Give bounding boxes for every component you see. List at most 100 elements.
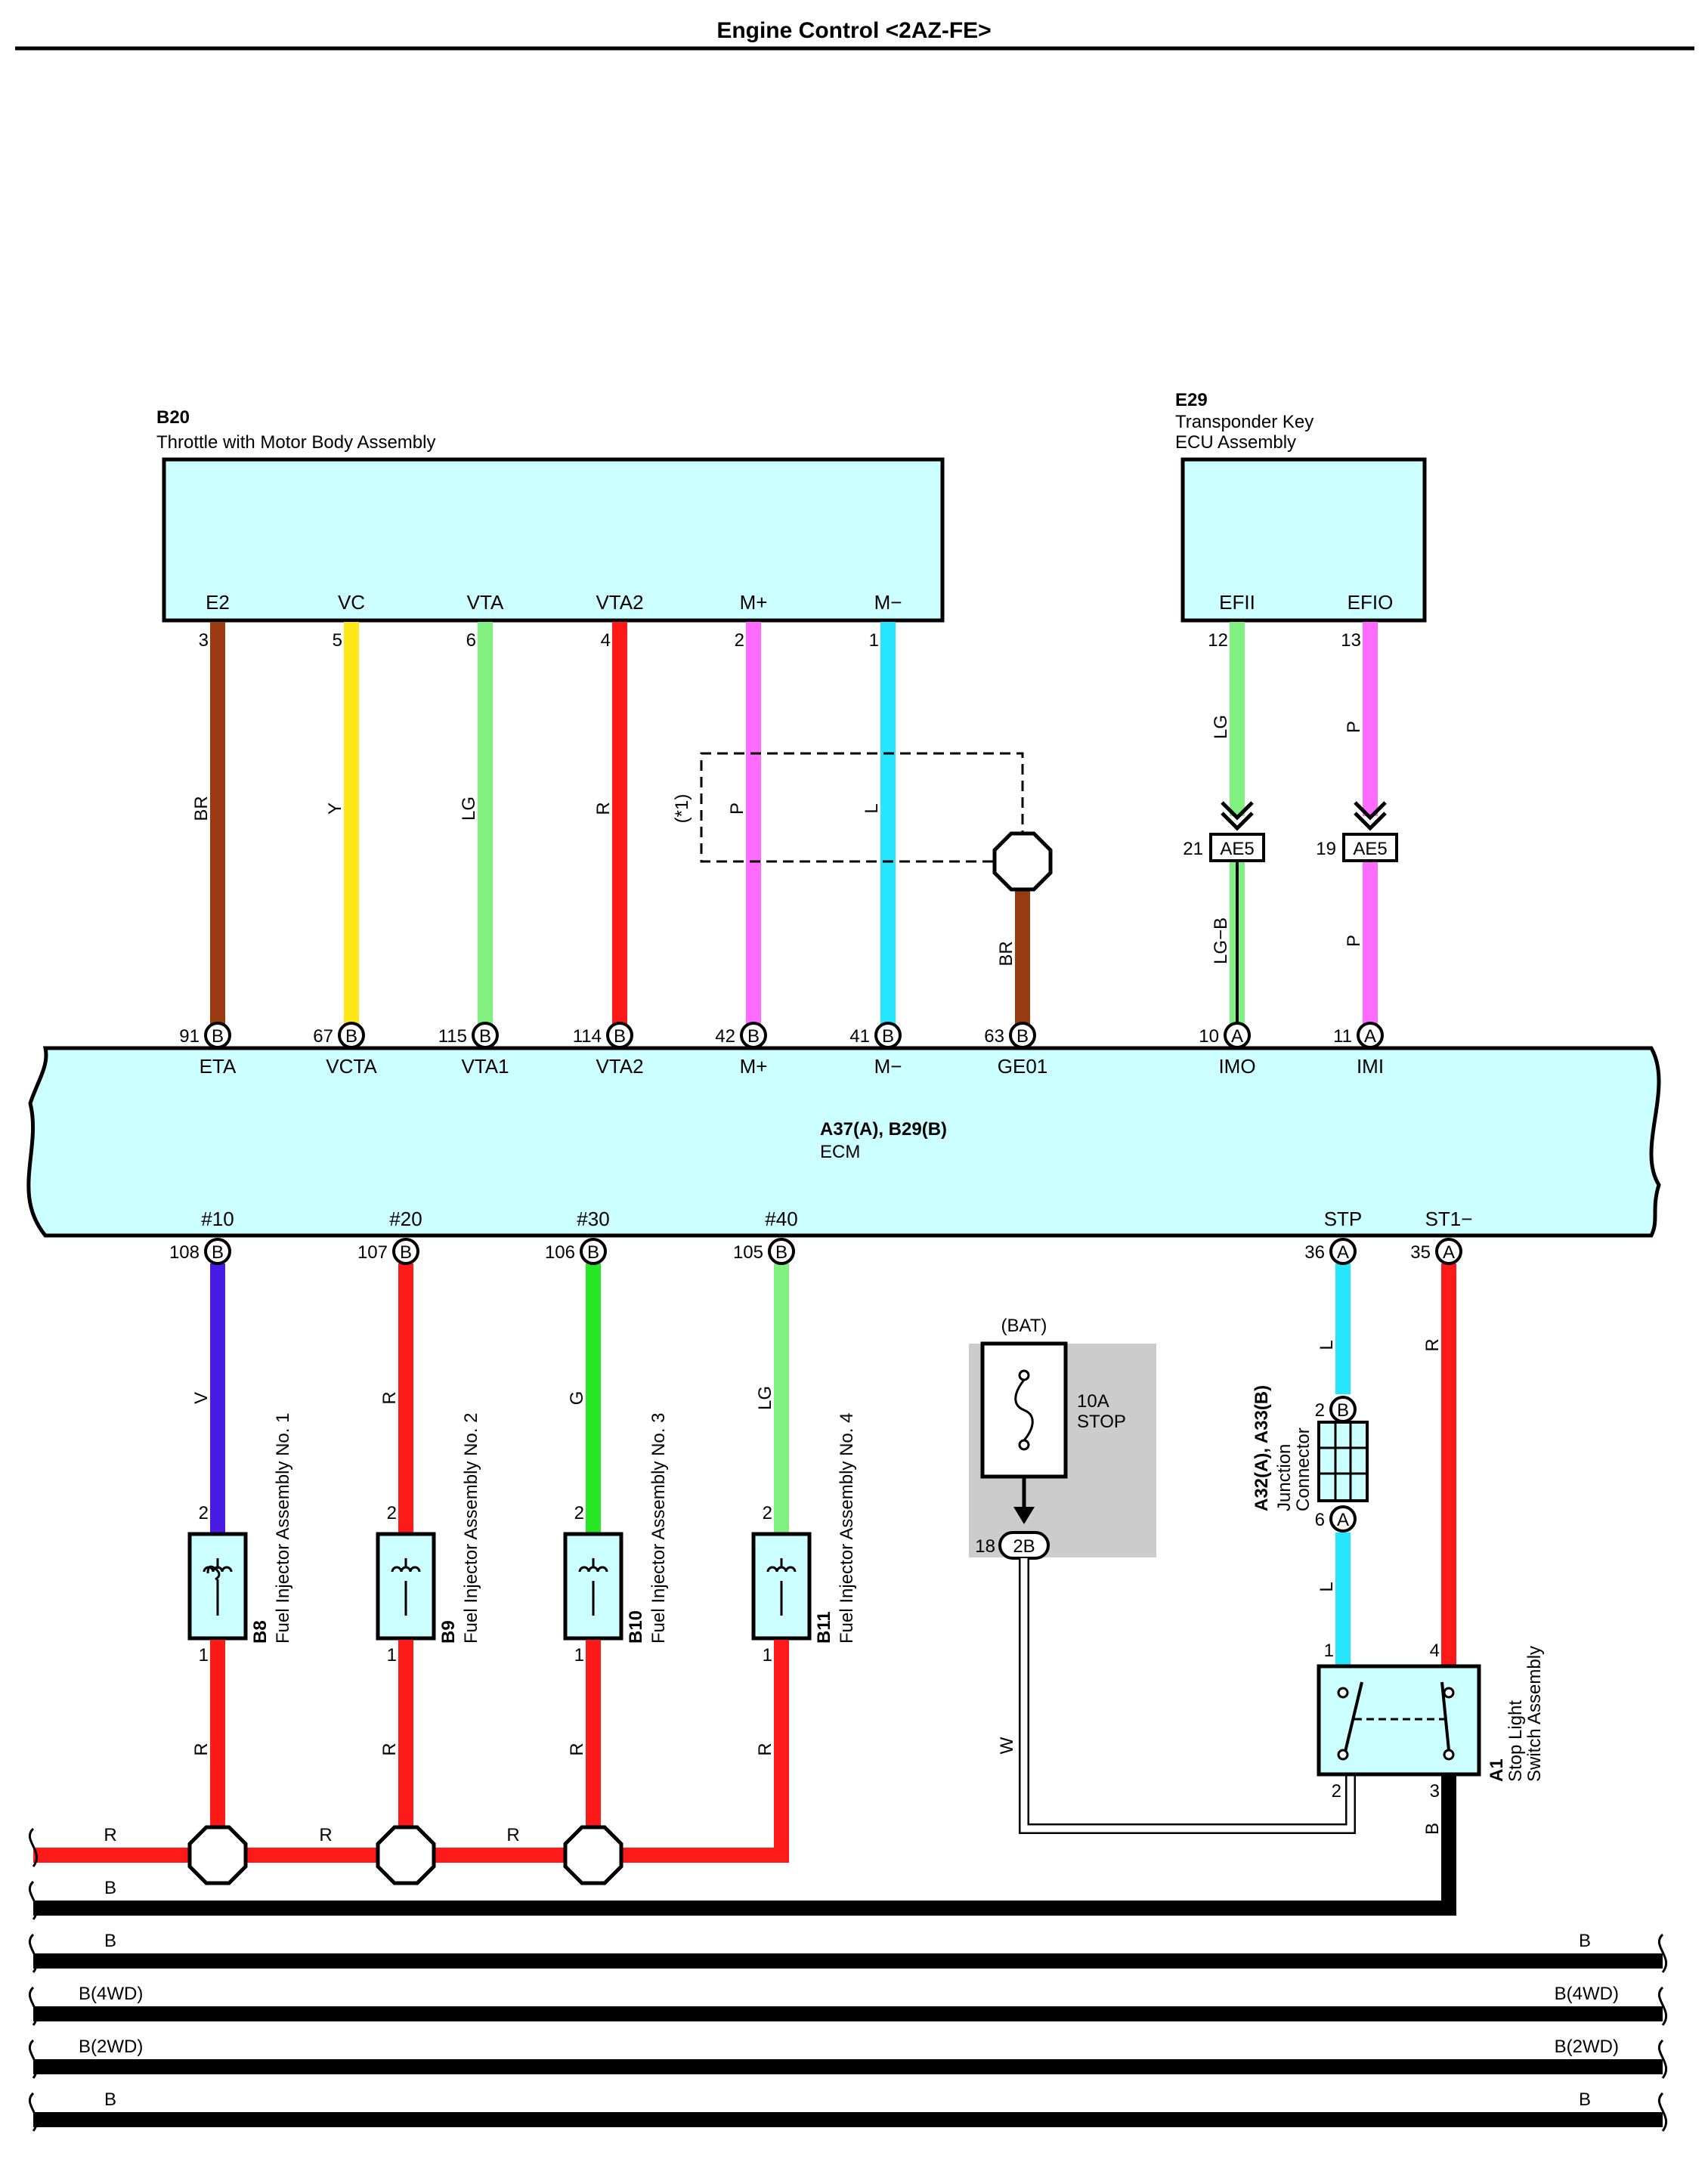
switch-contact — [1443, 1687, 1455, 1699]
pin-number: 105 — [733, 1242, 763, 1263]
bus-label: R — [104, 1825, 116, 1845]
ecm-pin-imi: A 11 IMI — [1333, 1022, 1384, 1078]
bus-label: B(4WD) — [1555, 1984, 1619, 2004]
injector-no-1: 2 1 B8 Fuel Injector Assembly No. 1 — [187, 1413, 293, 1666]
pin-number: 115 — [438, 1026, 467, 1047]
connector-letter: B — [479, 1026, 491, 1047]
pin-number: 1 — [199, 1645, 209, 1666]
ecm-pin-eta: B 91 ETA — [179, 1022, 237, 1078]
coil-icon — [766, 1566, 797, 1573]
pin-number: 2 — [763, 1503, 772, 1523]
switch-code: A1 — [1487, 1758, 1507, 1782]
connector-circle — [204, 1022, 231, 1049]
switch-name-line2: Switch Assembly — [1524, 1646, 1545, 1782]
pin-number: 114 — [573, 1026, 602, 1047]
wire-color-label: W — [997, 1737, 1017, 1754]
connector-letter: B — [882, 1026, 894, 1047]
wire-color-label: L — [862, 803, 882, 813]
wire-color-label: L — [1317, 1582, 1337, 1591]
connector-circle — [606, 1022, 633, 1049]
connector-letter: B — [587, 1242, 599, 1263]
wire-color-label: R — [567, 1743, 587, 1755]
connector-circle — [874, 1022, 902, 1049]
injector-name: Fuel Injector Assembly No. 3 — [648, 1413, 669, 1644]
pin-label: M+ — [740, 1055, 768, 1078]
throttle-body-assembly: B20 Throttle with Motor Body Assembly E2… — [156, 407, 945, 651]
junction-code: A32(A), A33(B) — [1252, 1385, 1272, 1511]
pin-label: IMI — [1357, 1055, 1384, 1078]
pin-number: 35 — [1410, 1242, 1431, 1263]
pin-number: 1 — [574, 1645, 584, 1666]
injector-code: B10 — [626, 1610, 646, 1644]
switch-contact — [1443, 1749, 1455, 1761]
pin-number: 2 — [574, 1503, 584, 1523]
wire-color-label: Y — [325, 803, 345, 815]
throttle-pin-label: VTA — [467, 591, 504, 614]
injector-body — [187, 1532, 248, 1641]
splice-point — [563, 1825, 623, 1885]
transponder-box — [1180, 457, 1427, 623]
wire-color-label: R — [593, 802, 614, 815]
wire-color-label: LG — [1211, 715, 1231, 739]
throttle-pin-label: M− — [874, 591, 902, 614]
pin-number: 2 — [1315, 1400, 1325, 1421]
transponder-name-line1: Transponder Key — [1175, 412, 1313, 432]
connector-letter: A — [1337, 1510, 1349, 1530]
switch-name-line1: Stop Light — [1505, 1700, 1526, 1782]
fuse-name: STOP — [1077, 1412, 1126, 1432]
pin-number: 41 — [849, 1026, 870, 1047]
connector-letter: B — [747, 1026, 760, 1047]
pin-number: 36 — [1304, 1242, 1325, 1263]
ecm-pin-imo: A 10 IMO — [1199, 1022, 1256, 1078]
throttle-name: Throttle with Motor Body Assembly — [156, 432, 435, 453]
throttle-code: B20 — [156, 407, 190, 428]
throttle-pin-number: 4 — [601, 630, 611, 651]
bus-label: B — [1579, 2089, 1591, 2110]
pin-number: 11 — [1333, 1026, 1352, 1047]
connector-chevron — [1354, 812, 1387, 831]
throttle-pin-label: VC — [338, 591, 365, 614]
connector-letter: B — [1016, 1026, 1029, 1047]
wire-injector-4-supply — [33, 1640, 789, 1863]
pin-number: 3 — [1430, 1781, 1440, 1802]
fuse-source: (BAT) — [1001, 1316, 1047, 1336]
wire-color-label: BR — [191, 796, 212, 821]
transponder-pin-label: EFII — [1219, 591, 1255, 614]
pin-number: 1 — [387, 1645, 397, 1666]
junction-name-line2: Connector — [1293, 1427, 1313, 1511]
bus-label: R — [506, 1825, 519, 1845]
connector-letter: B — [400, 1242, 412, 1263]
connector-letter: B — [212, 1242, 224, 1263]
switch-blade — [1344, 1681, 1363, 1752]
connector-letter: A — [1443, 1242, 1455, 1263]
pin-number: 1 — [763, 1645, 772, 1666]
wire-color-label: L — [1317, 1340, 1337, 1350]
pin-number: 1 — [1324, 1641, 1334, 1661]
connector-chevron — [1221, 801, 1254, 821]
pin-number: 2 — [1332, 1781, 1341, 1802]
pin-label: M− — [874, 1055, 902, 1078]
ecm-box — [26, 1046, 1661, 1238]
pin-number: 18 — [975, 1536, 995, 1557]
shield-ground-splice — [992, 831, 1053, 892]
ecm-pin-vta1: B 115 VTA1 — [438, 1022, 509, 1078]
pin-number: 2 — [387, 1503, 397, 1523]
connector-circle — [1357, 1022, 1384, 1049]
injector-supply-wires: R R R R R R R — [33, 1640, 789, 1885]
fuse-stop: (BAT) 10A STOP 2B 18 — [969, 1316, 1156, 1560]
wire-color-label: P — [727, 803, 747, 815]
wire-w-outline — [1019, 1558, 1356, 1834]
junction-name-line1: Junction — [1274, 1444, 1295, 1511]
injector-name: Fuel Injector Assembly No. 1 — [273, 1413, 293, 1644]
pin-number: 6 — [1315, 1510, 1325, 1530]
pin-number: 42 — [715, 1026, 735, 1047]
pin-label: ST1− — [1425, 1208, 1473, 1230]
wire-color-label: R — [379, 1391, 400, 1404]
ecm-code: A37(A), B29(B) — [820, 1119, 947, 1140]
connector-letter: A — [1364, 1026, 1376, 1047]
bus-label: B — [104, 1931, 116, 1951]
fuse-terminal — [1018, 1439, 1030, 1451]
splice-point — [187, 1825, 248, 1885]
throttle-pin-number: 1 — [869, 630, 879, 651]
pin-label: IMO — [1218, 1055, 1255, 1078]
